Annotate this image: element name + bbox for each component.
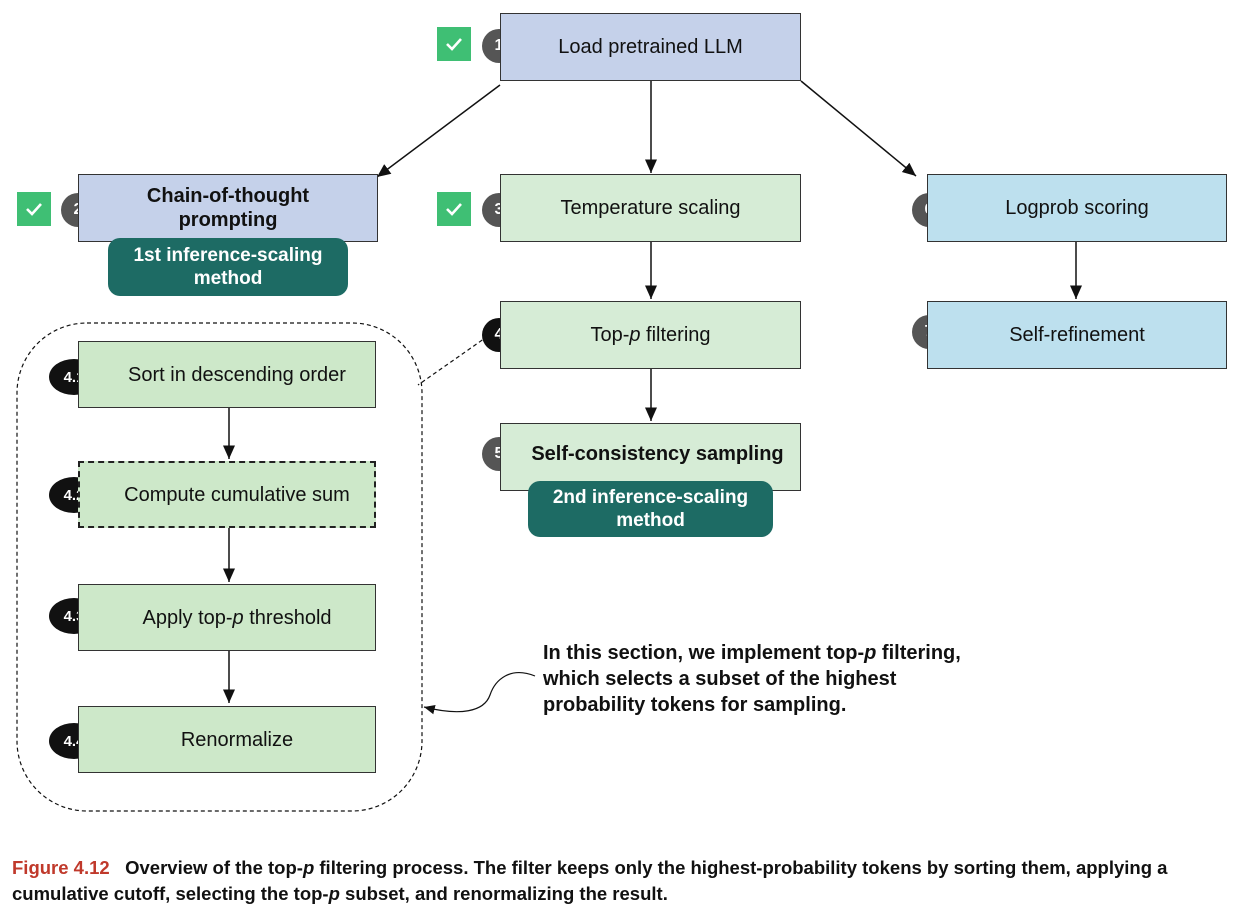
- node-label: Logprob scoring: [1005, 197, 1149, 219]
- arrow-1-to-6: [800, 80, 917, 177]
- group-outline: [16, 322, 423, 812]
- node-label: Top-p filtering: [590, 324, 711, 346]
- checkmark-icon: [437, 27, 471, 61]
- node-apply-top-p-threshold: Apply top-p threshold: [78, 584, 376, 651]
- node-top-p-filtering: Top-p filtering: [500, 301, 801, 369]
- node-label: Renormalize: [180, 728, 294, 751]
- checkmark-icon: [437, 192, 471, 226]
- node-label: Self-refinement: [1009, 324, 1145, 346]
- node-sort-descending: Sort in descending order: [78, 341, 376, 408]
- node-self-consistency-sampling: Self-consistency sampling: [500, 423, 801, 491]
- tag-1st-inference-scaling: 1st inference-scaling method: [108, 238, 348, 296]
- node-renormalize: Renormalize: [78, 706, 376, 773]
- node-logprob-scoring: Logprob scoring: [927, 174, 1227, 242]
- node-label: Temperature scaling: [560, 197, 741, 219]
- node-compute-cumulative-sum: Compute cumulative sum: [78, 461, 376, 528]
- node-label: Sort in descending order: [128, 363, 346, 386]
- node-chain-of-thought: Chain-of-thought prompting: [78, 174, 378, 242]
- tag-2nd-inference-scaling: 2nd inference-scaling method: [528, 481, 773, 537]
- annotation-arrow: [423, 672, 536, 715]
- node-label: Self-consistency sampling: [531, 443, 784, 465]
- group-link: [417, 335, 489, 386]
- arrow-1-to-2: [376, 84, 501, 178]
- annotation-text: In this section, we implement top-p filt…: [543, 642, 961, 716]
- figure-caption: Figure 4.12 Overview of the top-p filter…: [12, 857, 1168, 904]
- node-label: Compute cumulative sum: [124, 483, 350, 506]
- node-label: Chain-of-thought prompting: [146, 185, 310, 231]
- node-self-refinement: Self-refinement: [927, 301, 1227, 369]
- caption-label: Figure 4.12: [12, 857, 110, 878]
- node-label: Apply top-p threshold: [142, 606, 332, 629]
- checkmark-icon: [17, 192, 51, 226]
- node-load-pretrained-llm: Load pretrained LLM: [500, 13, 801, 81]
- node-temperature-scaling: Temperature scaling: [500, 174, 801, 242]
- node-label: Load pretrained LLM: [558, 36, 743, 58]
